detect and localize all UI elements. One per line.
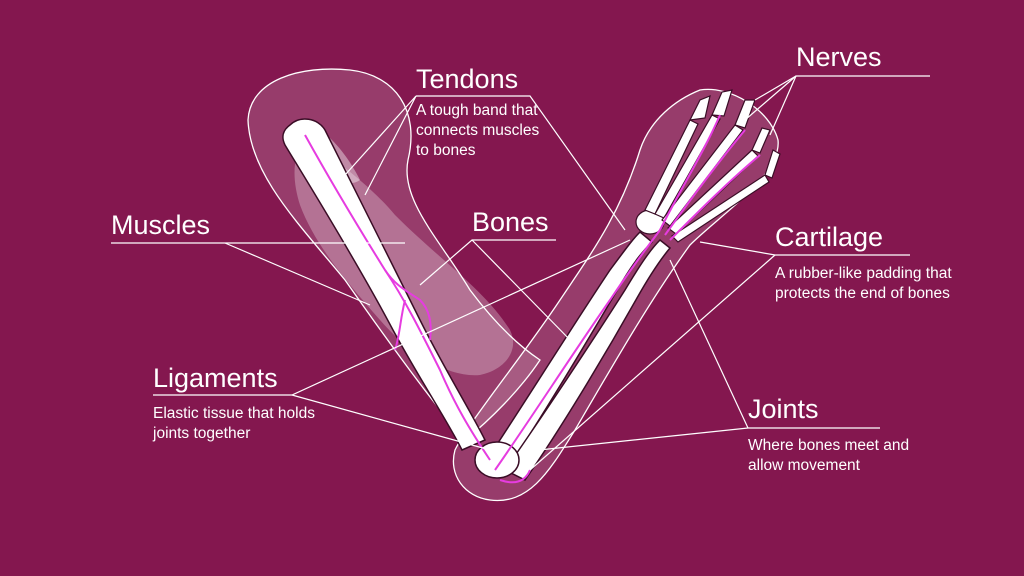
bones-label: Bones [472,207,549,237]
ligaments-description: Elastic tissue that holds joints togethe… [153,405,315,442]
tendons-label: Tendons [416,64,519,94]
joints-label: Joints [748,394,819,424]
nerves-label: Nerves [796,42,882,72]
tendons-description: A tough band that connects muscles to bo… [416,102,540,159]
cartilage-description: A rubber-like padding that protects the … [775,265,952,302]
tendons-leader-3 [364,95,417,196]
muscles-leader-2 [224,242,371,306]
ligaments-leader-2 [291,394,491,451]
cartilage-leader-2 [529,254,776,471]
hand-bones [635,89,781,243]
forearm-bones [474,230,672,481]
bones-leader-2 [471,239,576,346]
tendons-leader-2 [344,95,417,176]
leader-lines [111,75,930,471]
tendons-leader [416,95,626,231]
nerves-leader-2 [769,75,797,136]
ligaments-label: Ligaments [153,363,278,393]
nerves-leader-3 [744,75,797,121]
cartilage-label: Cartilage [775,222,884,252]
joints-leader-2 [669,259,749,429]
muscles-label: Muscles [111,210,211,240]
nerves [304,114,761,484]
joints-description: Where bones meet and allow movement [748,437,910,474]
